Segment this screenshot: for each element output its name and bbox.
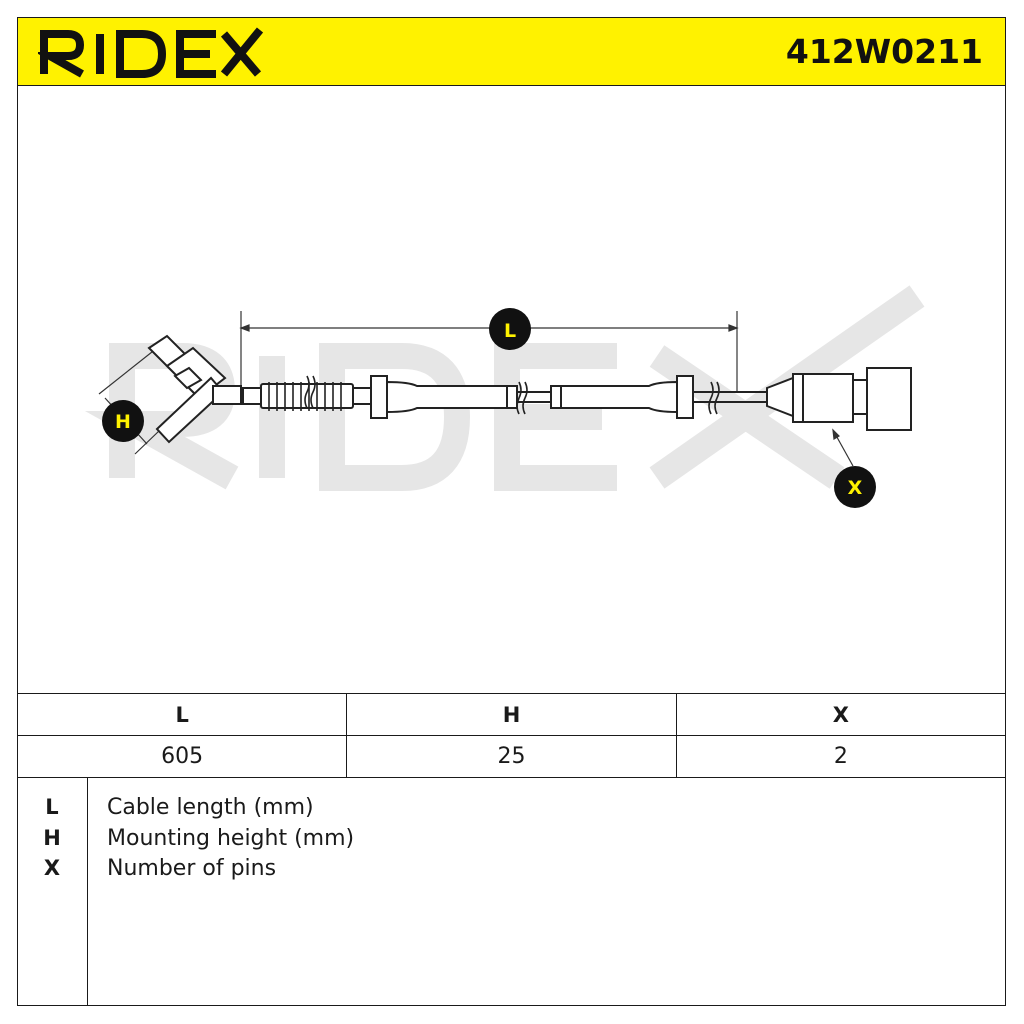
header-h: H	[346, 693, 677, 736]
legend-key: X	[43, 856, 61, 880]
legend-description: Mounting height (mm)	[107, 826, 355, 851]
value-h: 25	[346, 735, 677, 778]
header-x: X	[675, 693, 1007, 736]
sensor-head	[147, 334, 242, 444]
callout-h: H	[102, 400, 144, 442]
ridex-logo	[38, 27, 264, 78]
legend-row-l: L Cable length (mm)	[18, 792, 1007, 823]
dimensions-table: L H X 605 25 2	[16, 693, 1007, 778]
dimensions-header-row: L H X	[16, 693, 1007, 736]
dimensions-value-row: 605 25 2	[16, 735, 1007, 778]
header-l: L	[16, 693, 348, 736]
callout-l: L	[489, 308, 531, 350]
legend-row-x: X Number of pins	[18, 853, 1007, 884]
legend-description: Cable length (mm)	[107, 795, 314, 820]
legend-row-h: H Mounting height (mm)	[18, 823, 1007, 854]
legend-key: L	[45, 795, 59, 819]
ridex-watermark	[84, 285, 925, 491]
value-l: 605	[16, 735, 348, 778]
legend-key: H	[43, 826, 61, 850]
dimension-l	[239, 311, 739, 398]
callout-x-label: X	[848, 477, 863, 499]
callout-h-label: H	[115, 411, 131, 433]
cable-body	[370, 375, 767, 419]
part-number: 412W0211	[785, 32, 983, 71]
rubber-boot	[242, 382, 372, 411]
connector	[766, 367, 912, 431]
header-bar: 412W0211	[17, 17, 1006, 86]
x-leader	[832, 428, 854, 467]
legend: L Cable length (mm) H Mounting height (m…	[17, 777, 1006, 1006]
sensor-drawing: L H X	[84, 285, 925, 508]
value-x: 2	[675, 735, 1007, 778]
callout-l-label: L	[504, 320, 516, 342]
legend-description: Number of pins	[107, 856, 277, 881]
cable-break-marks	[304, 375, 720, 415]
legend-divider	[87, 777, 88, 1005]
callout-x: X	[834, 466, 876, 508]
